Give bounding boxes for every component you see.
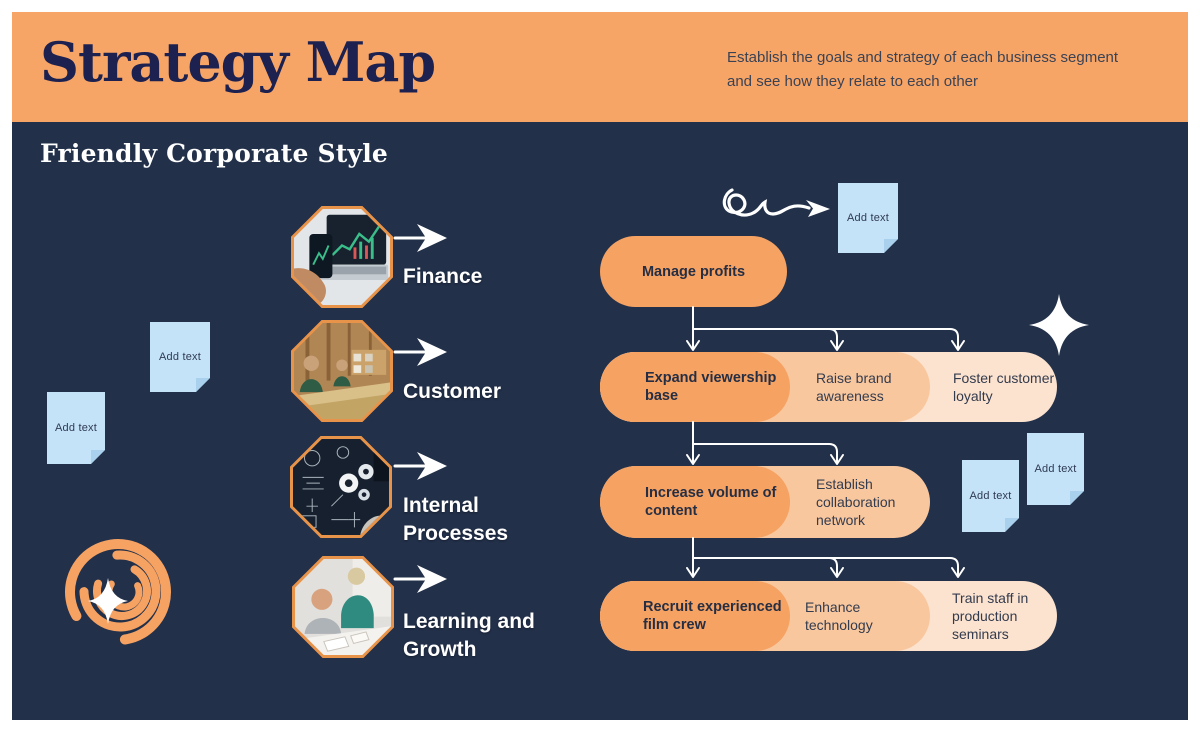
- sticky-note[interactable]: Add text: [47, 392, 105, 464]
- row2-segment-increase-volume-of-content[interactable]: [600, 466, 790, 538]
- header-band: Strategy Map Establish the goals and str…: [12, 12, 1188, 122]
- row3-segment-label: Recruit experienced film crew: [643, 599, 782, 633]
- sticky-note[interactable]: Add text: [1027, 433, 1084, 505]
- perspective-image-learning-growth[interactable]: [292, 556, 394, 658]
- sticky-note-label: Add text: [847, 212, 889, 224]
- perspective-label-learning-growth: Learning and Growth: [403, 610, 535, 661]
- page-subtitle: Establish the goals and strategy of each…: [727, 46, 1177, 94]
- section-heading: Friendly Corporate Style: [40, 139, 389, 168]
- sticky-note-label: Add text: [1034, 463, 1077, 475]
- whiteboard-canvas: Strategy Map Establish the goals and str…: [12, 12, 1188, 720]
- row1-segment-label: Expand viewership base: [645, 370, 777, 404]
- row3-segment-label: Enhance technology: [805, 599, 873, 633]
- learning-growth-arrow-icon: [393, 565, 447, 593]
- perspective-image-finance[interactable]: [291, 206, 393, 308]
- sticky-note-label: Add text: [55, 422, 97, 434]
- node-manage-profits-label: Manage profits: [641, 263, 746, 280]
- note-fold-corner: [1070, 491, 1084, 505]
- subtitle-line-2: and see how they relate to each other: [727, 73, 979, 90]
- finance-arrow-icon: [393, 224, 447, 252]
- node-manage-profits[interactable]: [600, 236, 787, 307]
- page-title: Strategy Map: [40, 30, 436, 94]
- row1-segment-expand-viewership-base[interactable]: [600, 352, 790, 422]
- perspective-label-internal-processes: Internal Processes: [403, 494, 509, 545]
- team-working-photo: [295, 559, 391, 655]
- loop-squiggle-arrow-icon: [722, 188, 830, 217]
- row3-segment-recruit-film-crew[interactable]: [600, 581, 790, 651]
- sticky-note[interactable]: Add text: [150, 322, 210, 392]
- row1-segment-label: Foster customer loyalty: [953, 370, 1055, 404]
- row3-segment-label: Train staff in production seminars: [952, 590, 1029, 642]
- four-point-sparkle-icon: [1029, 294, 1089, 356]
- finance-trading-photo: [294, 209, 390, 305]
- subtitle-line-1: Establish the goals and strategy of each…: [727, 49, 1119, 66]
- sticky-note-label: Add text: [969, 490, 1012, 502]
- sticky-note[interactable]: Add text: [838, 183, 898, 253]
- note-fold-corner: [91, 450, 105, 464]
- perspective-image-customer[interactable]: [291, 320, 393, 422]
- logo-sparkle-icon: [88, 578, 128, 624]
- coffee-shop-photo: [294, 323, 390, 419]
- row2-segment-label: Establish collaboration network: [816, 476, 896, 528]
- note-fold-corner: [884, 239, 898, 253]
- swirl-sparkle-logo: [65, 539, 171, 645]
- note-fold-corner: [196, 378, 210, 392]
- row1-segment-label: Raise brand awareness: [816, 370, 892, 404]
- customer-arrow-icon: [393, 338, 447, 366]
- perspective-label-finance: Finance: [403, 265, 483, 288]
- note-fold-corner: [1005, 518, 1019, 532]
- sticky-note[interactable]: Add text: [962, 460, 1019, 532]
- perspective-image-internal-processes[interactable]: [290, 436, 392, 538]
- internal-processes-arrow-icon: [393, 452, 447, 480]
- sticky-note-label: Add text: [159, 351, 201, 363]
- chalkboard-gears-photo: [293, 439, 389, 535]
- perspective-label-customer: Customer: [403, 380, 502, 403]
- row2-segment-label: Increase volume of content: [645, 485, 777, 519]
